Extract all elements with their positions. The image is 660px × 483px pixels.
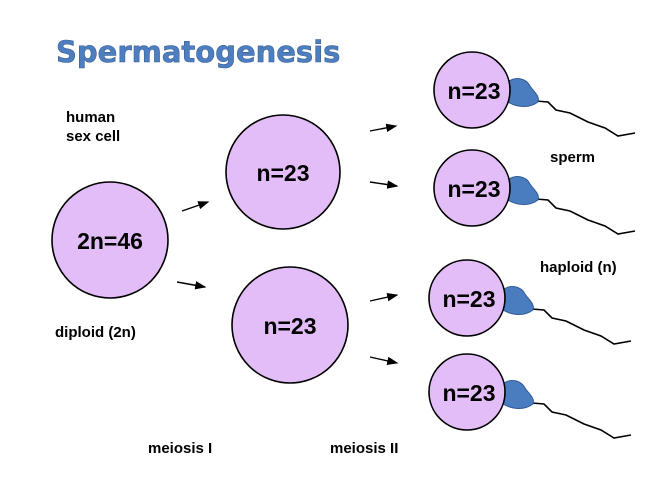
- label-sex-cell: sex cell: [66, 128, 120, 145]
- label-diploid: diploid (2n): [55, 324, 136, 341]
- secondary-cell-bottom: [231, 266, 349, 384]
- arrow-icon: [176, 281, 207, 290]
- arrow-icon: [181, 201, 210, 212]
- sperm-cell: n=23: [428, 259, 632, 345]
- label-meiosis-1: meiosis I: [148, 440, 212, 457]
- sperm-cell: n=23: [428, 353, 632, 439]
- arrow-icon: [369, 293, 399, 302]
- secondary-cell-top: [225, 114, 341, 230]
- diagram-title: Spermatogenesis: [56, 35, 340, 69]
- sperm-cell: n=23: [433, 149, 636, 235]
- sperm-cell: n=23: [433, 51, 636, 137]
- sperm-label: n=23: [442, 380, 495, 406]
- label-meiosis-2: meiosis II: [330, 440, 398, 457]
- sperm-label: n=23: [447, 176, 500, 202]
- arrow-icon: [369, 356, 399, 365]
- sperm-label: n=23: [447, 78, 500, 104]
- diploid-cell-label: 2n=46: [77, 228, 143, 254]
- label-sperm: sperm: [550, 149, 595, 166]
- label-human: human: [66, 109, 115, 126]
- sperm-label: n=23: [442, 286, 495, 312]
- secondary-cell-top-label: n=23: [256, 160, 309, 186]
- label-haploid: haploid (n): [540, 259, 617, 276]
- diploid-cell: [51, 181, 169, 299]
- arrow-icon: [369, 180, 399, 189]
- secondary-cell-bottom-label: n=23: [263, 313, 316, 339]
- arrow-icon: [369, 123, 398, 132]
